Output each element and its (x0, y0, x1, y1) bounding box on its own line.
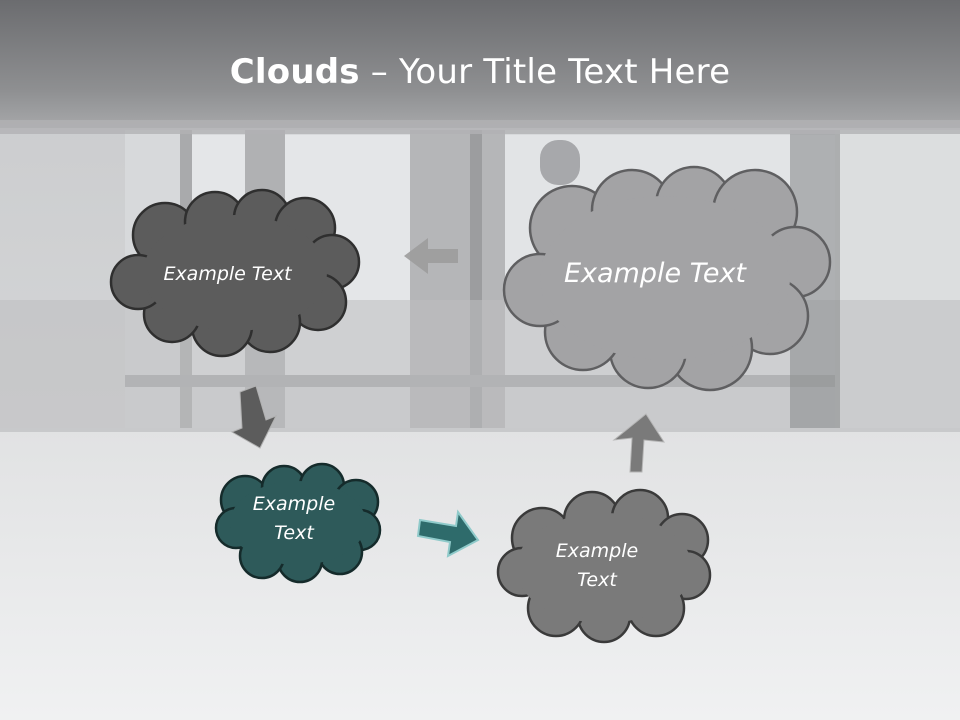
slide-title: Clouds – Your Title Text Here (0, 52, 960, 92)
cloud-top-right-label: Example Text (563, 258, 747, 290)
cloud-middle-teal (214, 462, 382, 584)
cloud-top-left (109, 188, 361, 358)
cloud-top-right (502, 165, 832, 392)
title-bold: Clouds (229, 52, 360, 92)
title-rest: Your Title Text Here (398, 52, 731, 92)
cloud-middle-teal-line1: Example (252, 492, 336, 515)
cloud-bottom-right-line2: Text (577, 569, 617, 591)
arrow-left (404, 238, 458, 274)
cloud-middle-teal-line2: Text (274, 522, 314, 544)
cloud-bottom-right-line1: Example (555, 539, 639, 562)
arrow-right (416, 509, 480, 558)
cloud-bottom-right-label: Example Text (532, 535, 662, 597)
arrow-down (230, 385, 278, 449)
cloud-top-left-label: Example Text (163, 263, 292, 286)
cloud-bottom-right (496, 488, 712, 644)
title-separator: – (359, 52, 399, 92)
arrow-up (612, 413, 665, 473)
cloud-middle-teal-label: Example Text (230, 488, 358, 550)
